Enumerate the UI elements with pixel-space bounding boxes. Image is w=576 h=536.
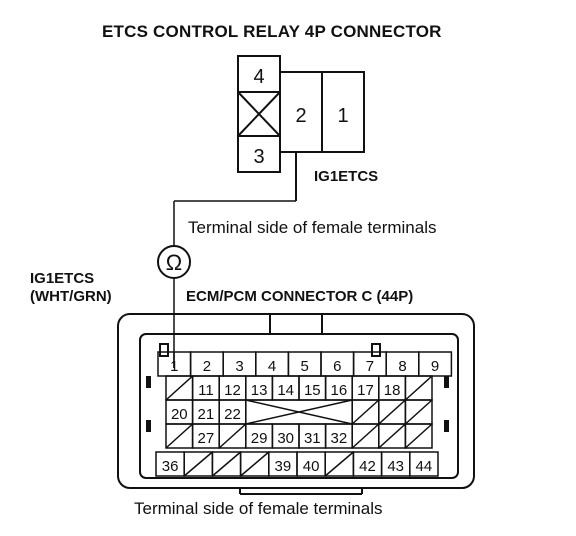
unused-pin-slash [404,399,433,425]
pin-label: 44 [416,458,433,475]
unused-pin-slash [378,399,406,425]
unused-pin-slash [351,399,380,425]
terminal-side-caption-bottom: Terminal side of female terminals [134,499,383,518]
housing-tab [159,343,169,357]
pin-label: 18 [384,382,401,399]
pin-label: 15 [304,382,321,399]
housing-side-marks [146,376,449,432]
pin-label: 6 [333,358,341,375]
pin-label: 36 [162,458,179,475]
pin-label: 13 [251,382,268,399]
relay-pin-label: 4 [253,66,264,88]
relay-pin-label: 2 [295,105,306,127]
pin-label: 17 [357,382,374,399]
unused-pin-slash [351,423,380,449]
pin-label: 40 [303,458,320,475]
relay-cross [237,91,281,137]
pin-label: 7 [366,358,374,375]
relay-pin-label: 1 [337,105,348,127]
pin-label: 20 [171,406,188,423]
pin-label: 4 [268,358,276,375]
unused-pin-slash [240,451,270,477]
unused-pin-slash [211,451,242,477]
blank-cross [245,399,353,425]
pin-label: 9 [431,358,439,375]
housing-tab [371,343,381,357]
pin-label: 42 [359,458,376,475]
pin-label: 11 [198,382,214,399]
pin-label: 39 [275,458,292,475]
housing-latch [269,313,323,335]
pin-label: 3 [235,358,243,375]
pin-label: 16 [331,382,348,399]
ohm-icon: Ω [166,250,182,275]
ohmmeter-symbol [157,245,191,279]
wire-label: IG1ETCS (WHT/GRN) [30,270,112,306]
pin-label: 32 [331,430,348,447]
unused-pin-slash [165,423,194,449]
pin-label: 27 [198,430,215,447]
ecm-connector-housing [117,313,475,495]
pin-label: 29 [251,430,268,447]
pin-label: 30 [277,430,294,447]
unused-pin-slash [165,375,194,401]
pin-label: 2 [203,358,211,375]
pin-label: 21 [198,406,215,423]
unused-pin-slash [183,451,213,477]
relay-connector [237,55,365,201]
relay-pin-label: 3 [253,146,264,168]
pin-cell [418,351,453,377]
wire-name: IG1ETCS [30,270,95,287]
pin-label: 12 [224,382,241,399]
pin-label: 31 [304,430,321,447]
pin-label: 22 [224,406,241,423]
unused-pin-slash [218,423,247,449]
pin-cell [404,423,433,449]
unused-pin-slash [404,423,433,449]
pin-cell [409,451,439,477]
wire-color: (WHT/GRN) [30,288,112,305]
terminal-side-caption-top: Terminal side of female terminals [188,218,437,237]
relay-connector-title: ETCS CONTROL RELAY 4P CONNECTOR [102,22,442,41]
unused-pin-slash [404,375,433,401]
pin-label: 5 [301,358,309,375]
ecm-pin-labels: 1234567891112131415161718202122272930313… [162,358,440,475]
ig1etcs-label: IG1ETCS [314,168,379,185]
unused-pin-slash [324,451,354,477]
pin-label: 14 [277,382,294,399]
relay-cell-3 [237,135,281,173]
ecm-pin-grid [155,351,453,477]
ecm-connector-title: ECM/PCM CONNECTOR C (44P) [186,288,414,305]
pin-label: 43 [387,458,404,475]
pin-label: 8 [398,358,406,375]
unused-pin-slash [378,423,406,449]
